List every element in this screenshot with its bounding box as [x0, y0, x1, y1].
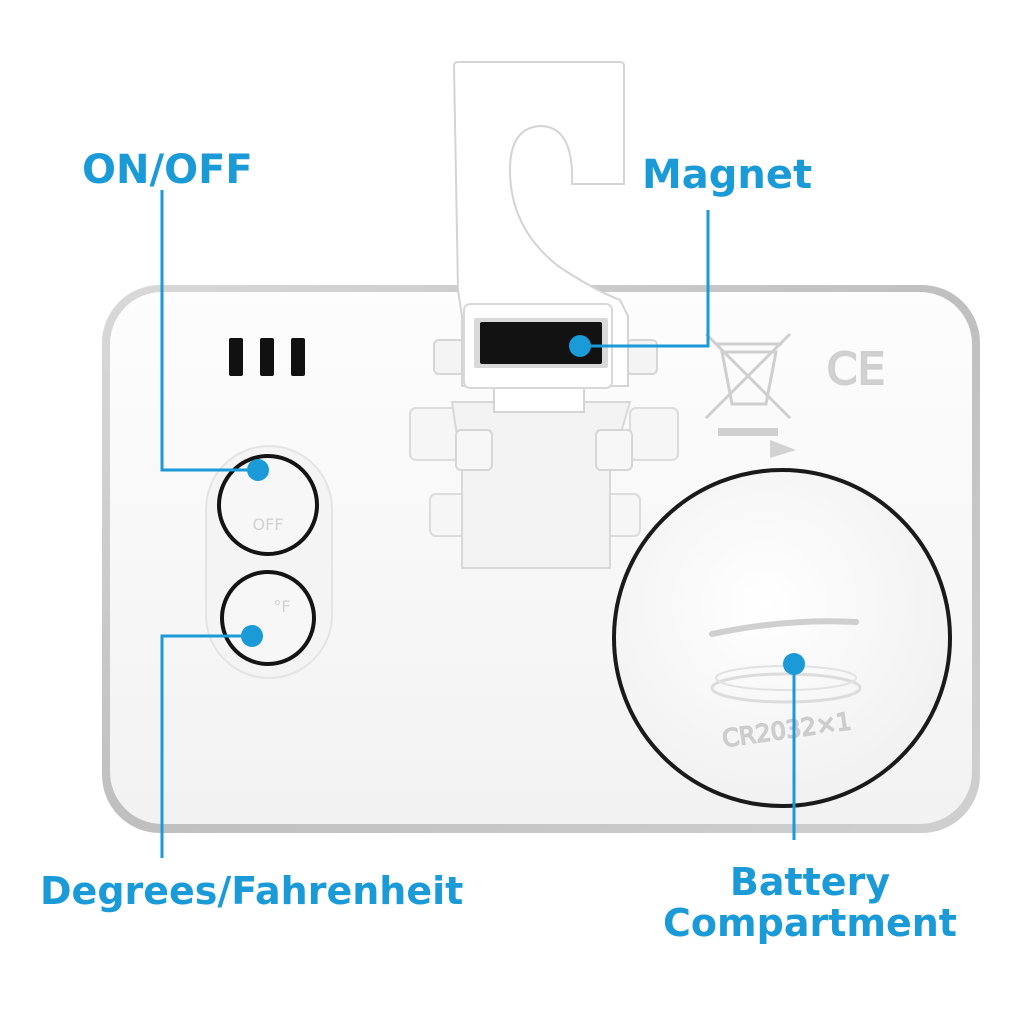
on-off-label: ON/OFF	[82, 147, 253, 193]
battery-label-line1: Battery	[729, 860, 891, 904]
callout-leaders	[160, 190, 796, 858]
battery-callout-dot	[783, 653, 805, 675]
magnet-label: Magnet	[642, 152, 813, 198]
degrees-button-embossed-text: °F	[273, 597, 290, 616]
degrees-callout-dot	[241, 625, 263, 647]
degrees-fahrenheit-label: Degrees/Fahrenheit	[40, 869, 464, 913]
on-off-callout-dot	[247, 459, 269, 481]
battery-compartment-label: Battery Compartment	[660, 860, 960, 946]
degrees-leader-line	[160, 634, 252, 858]
on-off-button-embossed-text: OFF	[253, 515, 284, 534]
vent-slots	[229, 338, 305, 376]
degrees-button: °F	[220, 570, 316, 666]
on-off-button: OFF	[217, 454, 319, 556]
battery-compartment-cover: CR2032×1	[612, 468, 952, 808]
ce-mark: CE	[827, 344, 886, 395]
magnet-leader-line	[584, 210, 710, 348]
magnet-callout-dot	[569, 335, 591, 357]
on-off-leader-line	[160, 190, 258, 472]
battery-label-line2: Compartment	[663, 901, 957, 946]
weee-bin-icon	[704, 332, 792, 436]
